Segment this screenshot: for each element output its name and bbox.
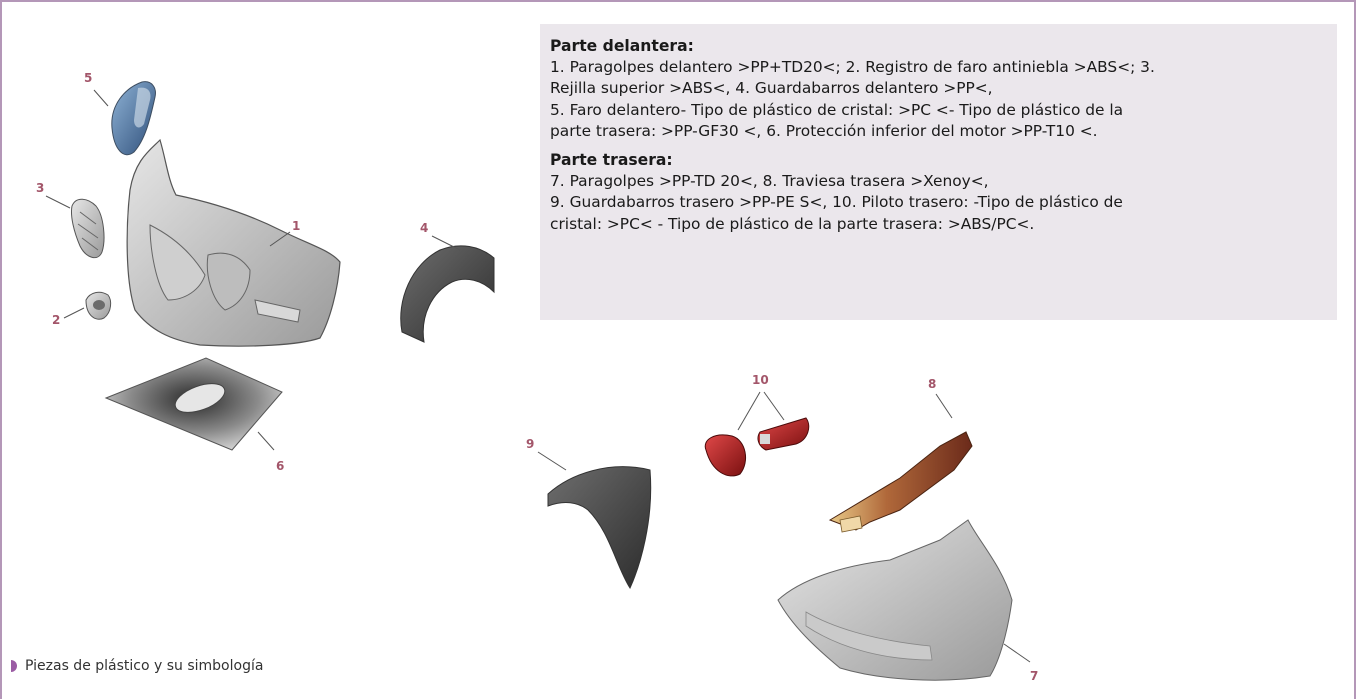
headlight-part: 5 <box>84 71 155 155</box>
label-4: 4 <box>420 221 428 235</box>
label-2: 2 <box>52 313 60 327</box>
caption-bullet-icon <box>11 660 17 672</box>
label-7: 7 <box>1030 669 1038 683</box>
label-8: 8 <box>928 377 936 391</box>
front-fender-liner-part: 4 <box>401 221 494 342</box>
caption-text: Piezas de plástico y su simbología <box>25 658 263 674</box>
rear-bumper-part: 7 <box>778 520 1038 683</box>
fog-light-frame-part: 2 <box>52 292 111 327</box>
front-bumper-part: 1 <box>127 140 340 346</box>
figure-caption: Piezas de plástico y su simbología <box>11 655 263 677</box>
label-3: 3 <box>36 181 44 195</box>
rear-fender-liner-part: 9 <box>526 437 651 588</box>
tail-light-part: 10 <box>705 373 809 476</box>
upper-grille-part: 3 <box>36 181 104 258</box>
rear-crossbeam-part: 8 <box>830 377 972 532</box>
engine-underbody-shield-part: 6 <box>106 358 284 473</box>
label-9: 9 <box>526 437 534 451</box>
label-5: 5 <box>84 71 92 85</box>
label-6: 6 <box>276 459 284 473</box>
label-10: 10 <box>752 373 769 387</box>
label-1: 1 <box>292 219 300 233</box>
